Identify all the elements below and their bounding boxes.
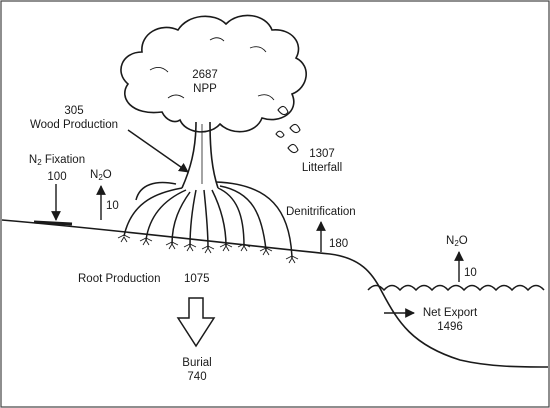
canopy-detail bbox=[149, 37, 275, 101]
burial-label: Burial 740 bbox=[172, 356, 222, 384]
npp-value: 2687 bbox=[192, 69, 218, 81]
litterfall-value: 1307 bbox=[309, 148, 335, 160]
fixation-soil-mark bbox=[33, 220, 73, 226]
root-tips bbox=[117, 234, 299, 264]
tree-canopy bbox=[120, 14, 307, 133]
litterfall-text: Litterfall bbox=[301, 162, 343, 174]
litterfall-label: 1307 Litterfall bbox=[292, 147, 352, 175]
n2-fixation-label: N2 Fixation 100 bbox=[20, 153, 94, 184]
npp-label: 2687 NPP bbox=[180, 68, 230, 96]
n2o-soil-text: N2O bbox=[90, 169, 112, 182]
denitrification-text: Denitrification bbox=[286, 206, 356, 218]
water-surface-waves bbox=[367, 284, 545, 292]
wood-production-text: Wood Production bbox=[29, 119, 118, 131]
net-export-value: 1496 bbox=[437, 321, 463, 333]
n2o-soil-label: N2O bbox=[90, 168, 112, 185]
burial-arrow bbox=[176, 297, 216, 348]
wood-production-value: 305 bbox=[64, 105, 84, 117]
n2-fixation-value: 100 bbox=[47, 171, 67, 183]
n2o-water-label: N2O bbox=[446, 234, 468, 251]
root-production-value: 1075 bbox=[184, 273, 210, 285]
denitrification-value: 180 bbox=[329, 238, 349, 250]
falling-leaves bbox=[275, 105, 301, 154]
n2o-soil-value: 10 bbox=[106, 200, 119, 212]
net-export-text: Net Export bbox=[422, 307, 478, 319]
prop-roots bbox=[123, 181, 293, 259]
root-production-text: Root Production bbox=[78, 273, 161, 285]
wood-production-arrow bbox=[127, 129, 189, 173]
n2o-water-value: 10 bbox=[464, 267, 477, 279]
wood-production-label: 305 Wood Production bbox=[24, 104, 124, 132]
tree-trunk bbox=[181, 121, 219, 189]
ground-surface-line bbox=[1, 219, 549, 368]
burial-text: Burial bbox=[182, 357, 212, 369]
npp-text: NPP bbox=[193, 83, 217, 95]
n2o-water-text: N2O bbox=[446, 235, 468, 248]
net-export-label: Net Export 1496 bbox=[414, 306, 486, 334]
n2-fixation-text: N2 Fixation bbox=[28, 154, 86, 167]
burial-value: 740 bbox=[187, 371, 207, 383]
